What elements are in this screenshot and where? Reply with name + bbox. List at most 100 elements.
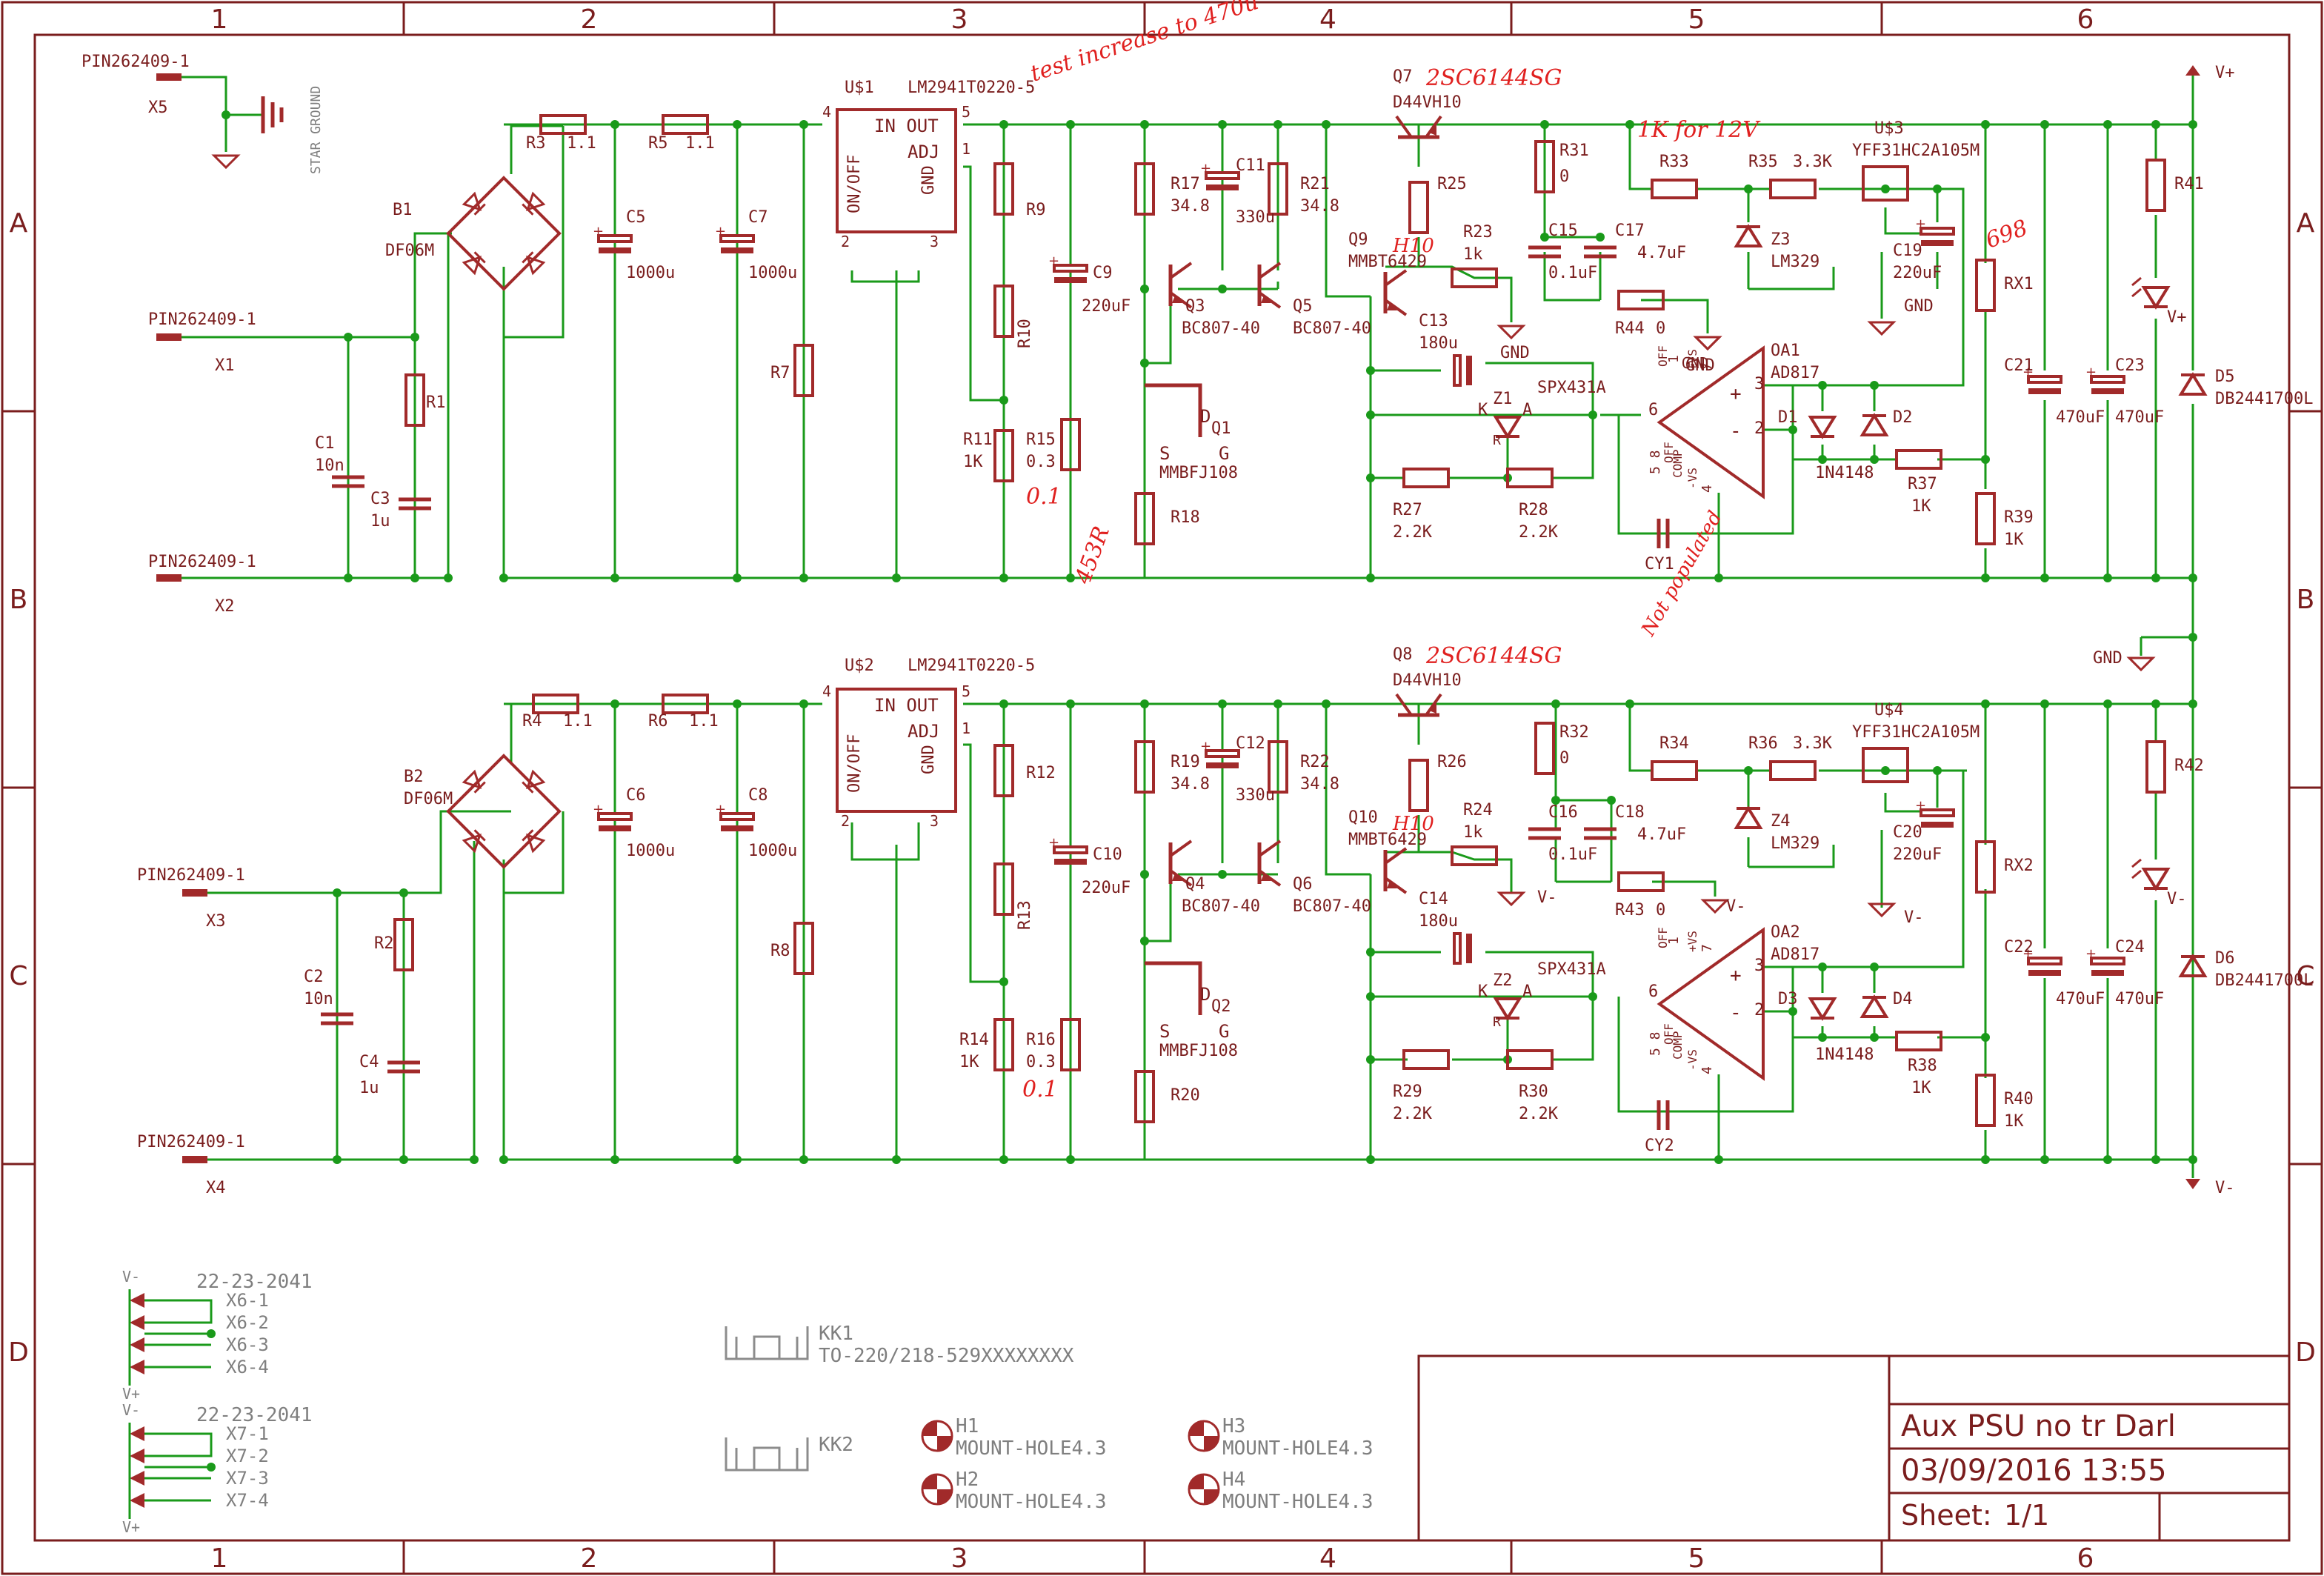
junction-dot (1881, 766, 1890, 775)
shunt-part-label: SPX431A (1537, 379, 1606, 397)
resistor-ref-label: R22 (1300, 753, 1330, 771)
frame-row-label: B (10, 585, 28, 615)
resistor-ref-label: R35 (1748, 153, 1778, 171)
opamp-input-label: - (1730, 420, 1742, 442)
regulator-pin-label: ON/OFF (845, 155, 864, 213)
regulator-pin-label: IN OUT (874, 116, 939, 136)
capacitor-value-label: 1000u (748, 264, 797, 282)
frame-column-label: 2 (581, 1543, 598, 1574)
capacitor-value-label: 470uF (2115, 408, 2164, 427)
note-rx1: 698 (1982, 215, 2031, 253)
resistor-r29 (1402, 1049, 1450, 1070)
resistor-ref-label: R37 (1908, 475, 1937, 493)
ground-label: GND (2093, 649, 2122, 668)
junction-dot (2040, 120, 2049, 129)
opamp-part-label: AD817 (1771, 945, 1819, 964)
capacitor-ref-label: C21 (2004, 356, 2034, 375)
capacitor-value-label: 220uF (1082, 297, 1131, 316)
note-q10: H10 (1392, 813, 1434, 835)
resistor-value-label: 1K (959, 1053, 979, 1071)
regulator-part-label: LM2941T0220-5 (908, 79, 1035, 97)
mount-hole-icon (1188, 1420, 1220, 1452)
opamp-pin-label: OFF (1662, 1023, 1676, 1045)
junction-dot (1870, 381, 1879, 390)
opamp-pin-number: 1 (1666, 937, 1682, 945)
diode-d5 (2180, 373, 2206, 396)
regulator-pin-label: GND (919, 165, 938, 195)
opamp-pin-number: 6 (1648, 982, 1658, 1001)
junction-dot (2188, 699, 2197, 708)
capacitor-ref-label: C3 (370, 490, 390, 508)
jfet-pin-label: D (1200, 984, 1211, 1005)
resistor-r42 (2145, 740, 2166, 794)
resistor-r35 (1769, 179, 1817, 199)
heatsink-ref-label: KK1 (819, 1323, 853, 1345)
bridge-diode (462, 251, 486, 276)
heatsink-kk2-icon (725, 1436, 809, 1472)
capacitor-value-label: 470uF (2115, 990, 2164, 1008)
resistor-value-label: 1K (2004, 531, 2024, 549)
diode-ref-label: D5 (2215, 368, 2235, 386)
opamp-input-label: + (1730, 965, 1742, 987)
connector-part-label: PIN262409-1 (137, 1133, 245, 1151)
resistor-ref-label: R40 (2004, 1090, 2034, 1108)
junction-dot (1218, 699, 1227, 708)
resistor-value-label: 0 (1559, 749, 1569, 768)
opamp-pin-label: +VS (1685, 349, 1699, 370)
opamp-ref-label: OA1 (1771, 342, 1800, 360)
mount-hole-part-label: MOUNT-HOLE4.3 (1222, 1437, 1374, 1460)
connector-ref-label: X2 (215, 597, 235, 616)
resistor-value-label: 3.3K (1793, 734, 1833, 753)
capacitor-c5 (591, 222, 633, 255)
resistor-value-label: 1.1 (685, 134, 715, 153)
junction-dot (410, 333, 419, 342)
junction-dot (1981, 1155, 1990, 1164)
connector-ref-label: X1 (215, 356, 235, 375)
frame-column-label: 4 (1319, 4, 1336, 35)
transistor-ref-label: Q3 (1185, 297, 1205, 316)
capacitor-ref-label: C2 (304, 968, 324, 986)
junction-dot (2040, 699, 2049, 708)
resistor-ref-label: RX2 (2004, 857, 2034, 875)
mount-hole-part-label: MOUNT-HOLE4.3 (956, 1491, 1107, 1513)
junction-dot (610, 573, 619, 582)
capacitor-ref-label: C11 (1236, 156, 1265, 175)
resistor-ref-label: R11 (963, 430, 993, 449)
zener-part-label: LM329 (1771, 253, 1819, 271)
header-pin-label: X7-2 (226, 1446, 269, 1466)
capacitor-c11 (1199, 159, 1240, 192)
resistor-r40 (1975, 1074, 1996, 1127)
junction-dot (799, 120, 808, 129)
capacitor-ref-label: C9 (1093, 264, 1113, 282)
heatsink-part-label: TO-220/218-529XXXXXXXX (819, 1345, 1074, 1367)
mount-hole-ref-label: H2 (956, 1469, 979, 1491)
resistor-ref-label: R8 (770, 942, 790, 960)
junction-dot (1322, 120, 1331, 129)
resistor-r30 (1506, 1049, 1554, 1070)
capacitor-value-label: 4.7uF (1637, 244, 1686, 262)
heatsink-ref-label: KK2 (819, 1434, 853, 1456)
resistor-ref-label: RX1 (2004, 275, 2034, 293)
junction-dot (999, 1155, 1008, 1164)
capacitor-ref-label: C23 (2115, 356, 2145, 375)
connector-part-label: PIN262409-1 (148, 553, 256, 571)
junction-dot (1981, 1033, 1990, 1042)
capacitor-ref-label: CY2 (1645, 1137, 1674, 1155)
transistor-ref-label: Q9 (1348, 230, 1368, 249)
capacitor-value-label: 1000u (626, 842, 675, 860)
junction-dot (2040, 573, 2049, 582)
junction-dot (222, 110, 230, 119)
junction-dot (2151, 1155, 2160, 1164)
title-text: Aux PSU no tr Darl (1901, 1409, 2176, 1443)
resistor-ref-label: R36 (1748, 734, 1778, 753)
resistor-value-label: 0.3 (1026, 453, 1056, 471)
resistor-ref-label: R23 (1463, 223, 1493, 242)
opamp-pin-label: COMP (1671, 1031, 1685, 1060)
junction-dot (344, 573, 353, 582)
opamp-pin-number: 5 8 (1648, 1031, 1663, 1056)
rail-label: V- (1726, 897, 1746, 916)
transistor-q9 (1385, 270, 1406, 315)
regulator-pin-number: 4 (822, 682, 831, 700)
